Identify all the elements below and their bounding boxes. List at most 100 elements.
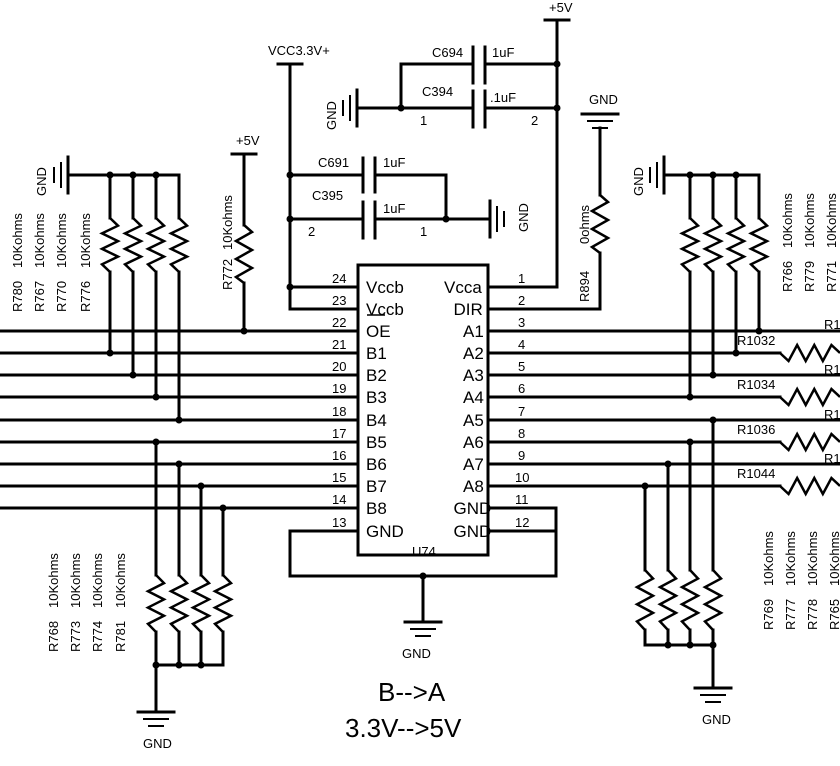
series-resistor-ref: R1044	[737, 466, 775, 481]
pin-name: B2	[366, 366, 387, 385]
p5v-left-label: +5V	[236, 133, 260, 148]
pin-name: B6	[366, 455, 387, 474]
gnd-label: GND	[143, 736, 172, 751]
pin-number: 21	[332, 337, 346, 352]
resistor-value: 10Kohms	[32, 213, 47, 268]
c395-value: 1uF	[383, 201, 405, 216]
r894-ref: R894	[577, 271, 592, 302]
pin-name: B4	[366, 411, 387, 430]
resistor-value: 10Kohms	[113, 553, 128, 608]
c394-value: .1uF	[490, 90, 516, 105]
resistor-value: 10Kohms	[761, 531, 776, 586]
pin-number: 14	[332, 492, 346, 507]
c395-pin2: 2	[308, 224, 315, 239]
r772-ref: R772	[220, 259, 235, 290]
c395-ref: C395	[312, 188, 343, 203]
r772: +5V R772 10Kohms	[220, 133, 260, 335]
series-resistor-ref: R1032	[737, 333, 775, 348]
pin-name: B5	[366, 433, 387, 452]
series-resistor-ref: R1036	[737, 422, 775, 437]
clipped-resistor-ref: R1	[824, 362, 840, 377]
chip-right-pins: 1Vcca2DIR3A14A25A36A47A58A69A710A811GND1…	[444, 271, 529, 541]
pin-name: B8	[366, 499, 387, 518]
pin-name: B7	[366, 477, 387, 496]
pin-number: 5	[518, 359, 525, 374]
pin-number: 6	[518, 381, 525, 396]
gnd-label-r894: GND	[589, 92, 618, 107]
pin-name: A2	[463, 344, 484, 363]
pin-name: Vccb	[366, 300, 404, 319]
resistor-ref: R766	[780, 261, 795, 292]
pin-name: A4	[463, 388, 484, 407]
c394-pin1: 1	[420, 113, 427, 128]
pin-name: B3	[366, 388, 387, 407]
chip-ref: U74	[412, 544, 436, 559]
resistor-ref: R773	[68, 621, 83, 652]
chip-gnd: GND	[402, 572, 443, 661]
resistor-ref: R780	[10, 281, 25, 312]
r772-value: 10Kohms	[220, 195, 235, 250]
pin-number: 13	[332, 515, 346, 530]
pin-number: 3	[518, 315, 525, 330]
resistor-value: 10Kohms	[54, 213, 69, 268]
resistor-ref: R774	[90, 621, 105, 652]
pin-number: 2	[518, 293, 525, 308]
pin-name: B1	[366, 344, 387, 363]
top-left-pulldowns: GNDR78010KohmsR76710KohmsR77010KohmsR776…	[10, 155, 190, 424]
pin-number: 11	[515, 492, 529, 507]
pin-number: 10	[515, 470, 529, 485]
pin-number: 19	[332, 381, 346, 396]
c694-ref: C694	[432, 45, 463, 60]
resistor-ref: R768	[46, 621, 61, 652]
resistor-value: 10Kohms	[90, 553, 105, 608]
chip-body	[356, 263, 490, 557]
c394-ref: C394	[422, 84, 453, 99]
pin-number: 4	[518, 337, 525, 352]
pin-name: A5	[463, 411, 484, 430]
pin-name: A6	[463, 433, 484, 452]
voltage-note: 3.3V-->5V	[345, 713, 462, 743]
gnd-label: GND	[702, 712, 731, 727]
pin-number: 18	[332, 404, 346, 419]
resistor-value: 10Kohms	[824, 193, 839, 248]
resistor-value: 10Kohms	[783, 531, 798, 586]
c694-value: 1uF	[492, 45, 514, 60]
pin-number: 7	[518, 404, 525, 419]
resistor-value: 10Kohms	[805, 531, 820, 586]
pin-number: 9	[518, 448, 525, 463]
vcc33-net: VCC3.3V+ GND C691 1uF C395 1uF 2 1	[268, 43, 531, 311]
pin-number: 23	[332, 293, 346, 308]
pin-name: A3	[463, 366, 484, 385]
pin-number: 20	[332, 359, 346, 374]
pin-number: 22	[332, 315, 346, 330]
pin-number: 12	[515, 515, 529, 530]
resistor-value: 10Kohms	[78, 213, 93, 268]
resistor-value: 10Kohms	[780, 193, 795, 248]
gnd-label-c394: GND	[324, 101, 339, 130]
pin-name: DIR	[454, 300, 483, 319]
pin-number: 8	[518, 426, 525, 441]
pin-name: A8	[463, 477, 484, 496]
clipped-resistor-ref: R1	[824, 451, 840, 466]
gnd-label: GND	[34, 167, 49, 196]
series-resistor-ref: R1034	[737, 377, 775, 392]
p5v-net: +5V GND C694 1uF C394 .1uF 1 2	[324, 0, 573, 289]
resistor-value: 10Kohms	[827, 531, 840, 586]
pin-name: GND	[454, 522, 492, 541]
clipped-resistor-ref: R1	[824, 407, 840, 422]
pin-name: OE	[366, 322, 391, 341]
r894-value: 0ohms	[577, 204, 592, 244]
pin-number: 1	[518, 271, 525, 286]
c691-ref: C691	[318, 155, 349, 170]
resistor-ref: R778	[805, 599, 820, 630]
right-bus-wires	[486, 285, 840, 578]
pin-number: 17	[332, 426, 346, 441]
bottom-left-pulldowns: GNDR76810KohmsR77310KohmsR77410KohmsR781…	[46, 438, 234, 751]
resistor-value: 10Kohms	[46, 553, 61, 608]
pin-name: Vccb	[366, 278, 404, 297]
p5v-top-label: +5V	[549, 0, 573, 15]
c394-pin2: 2	[531, 113, 538, 128]
